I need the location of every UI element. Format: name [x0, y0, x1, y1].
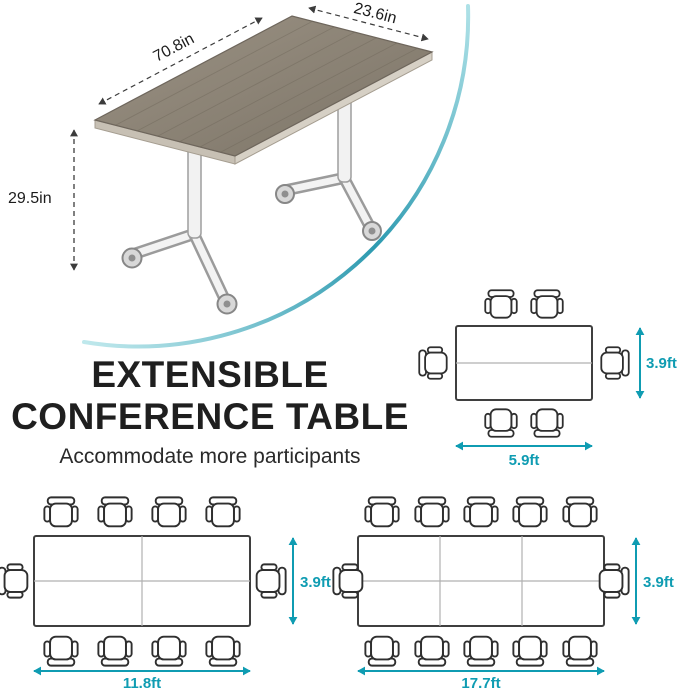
headline-subtitle: Accommodate more participants [59, 445, 361, 469]
chair-icon [463, 635, 499, 667]
chair-icon [255, 563, 287, 599]
chair-icon [512, 635, 548, 667]
depth-dimension: 3.9ft [635, 327, 677, 399]
chair-icon [97, 635, 133, 667]
height-dimension-label: 29.5in [8, 190, 52, 207]
chair-icon [332, 563, 364, 599]
chair-icon [151, 496, 187, 528]
chair-icon [562, 496, 598, 528]
depth-dimension: 3.9ft [288, 537, 331, 625]
width-dimension: 5.9ft [455, 441, 593, 469]
width-dimension-label: 5.9ft [509, 452, 540, 469]
chair-icon [484, 289, 518, 319]
chair-icon [414, 635, 450, 667]
layout-diagram-triple: 3.9ft 17.7ft [332, 496, 674, 692]
headline-line-2: CONFERENCE TABLE [11, 396, 409, 438]
headline-block: EXTENSIBLE CONFERENCE TABLE Accommodate … [10, 354, 410, 469]
depth-dimension-label: 3.9ft [646, 355, 677, 372]
length-dimension-label: 70.8in [151, 30, 197, 65]
caster-wheel-icon [275, 184, 295, 204]
chair-icon [598, 563, 630, 599]
chair-icon [562, 635, 598, 667]
caster-wheel-icon [216, 293, 238, 315]
tabletop [93, 15, 434, 165]
chair-icon [97, 496, 133, 528]
chair-icon [530, 408, 564, 438]
table-leg-left [128, 135, 231, 306]
caster-wheel-icon [121, 247, 143, 269]
chair-icon [364, 496, 400, 528]
caster-wheel-icon [362, 221, 382, 241]
depth-dimension-label: 3.9ft [643, 574, 674, 591]
chair-icon [414, 496, 450, 528]
layout-diagram-double: 3.9ft 11.8ft [0, 496, 331, 692]
depth-dimension: 3.9ft [631, 537, 674, 625]
layout-diagram-single: 3.9ft 5.9ft [418, 289, 677, 469]
chair-icon [418, 346, 448, 380]
width-dimension-label: 17.7ft [461, 675, 500, 692]
width-dimension: 11.8ft [33, 666, 251, 692]
chair-icon [205, 635, 241, 667]
chair-icon [530, 289, 564, 319]
chair-icon [512, 496, 548, 528]
width-dimension-label: 11.8ft [123, 675, 161, 692]
chair-icon [205, 496, 241, 528]
chair-icon [600, 346, 630, 380]
chair-icon [0, 563, 29, 599]
chair-icon [43, 496, 79, 528]
height-dimension: 29.5in [8, 129, 78, 271]
chair-icon [43, 635, 79, 667]
chair-icon [151, 635, 187, 667]
width-dimension: 17.7ft [357, 666, 605, 692]
chair-icon [463, 496, 499, 528]
headline-line-1: EXTENSIBLE [91, 354, 329, 395]
depth-dimension-label: 3.9ft [300, 574, 331, 591]
chair-icon [364, 635, 400, 667]
depth-dimension-label: 23.6in [352, 0, 398, 27]
product-isometric-view: 29.5in 70.8in 23.6in [8, 0, 434, 315]
chair-icon [484, 408, 518, 438]
